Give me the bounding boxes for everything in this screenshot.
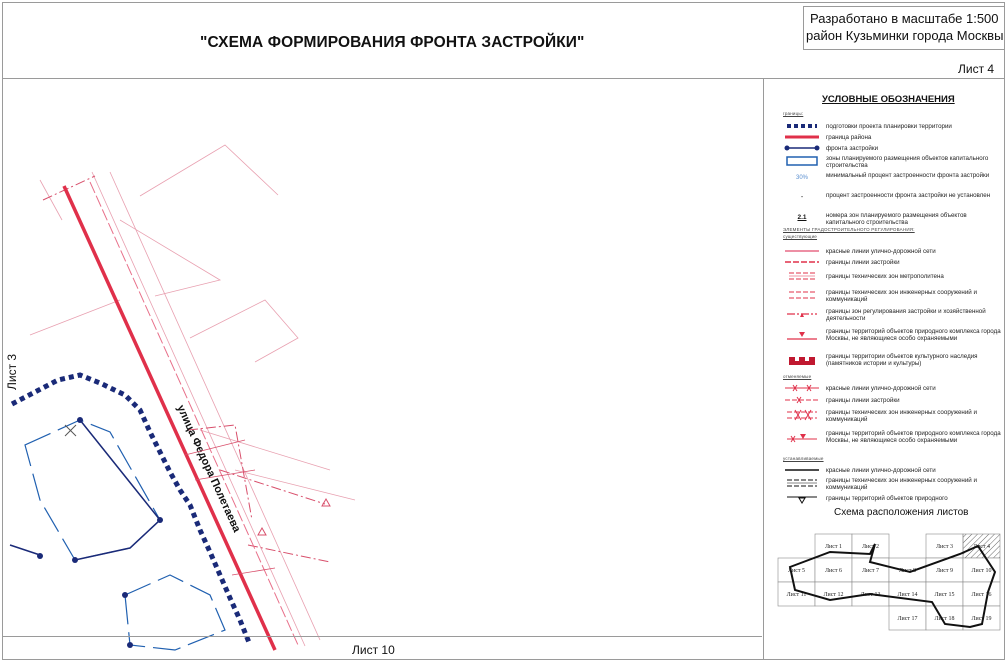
nature-border-icon <box>787 332 817 340</box>
legend-group-cancelled: отменяемые <box>783 374 812 379</box>
planning-area-outline <box>788 543 997 629</box>
sheet-cell-label: Лист 10 <box>971 568 991 574</box>
zone-rect-icon <box>786 156 818 166</box>
black-line-icon <box>785 469 819 471</box>
legend-group-borders: границы: <box>783 111 804 116</box>
sheet-scheme-grid[interactable]: Лист 1 Лист 2 Лист 3 Лист 4 Лист 5 Лист 6 Лист… <box>770 532 1004 638</box>
sheet-cell[interactable] <box>814 557 853 583</box>
sheet-cell-label: Лист 9 <box>936 568 953 574</box>
sheet-cell[interactable] <box>814 533 853 559</box>
legend-group-established: устанавливаемые <box>783 456 824 461</box>
bottom-divider <box>2 636 762 637</box>
sheet-cell-label: Лист 3 <box>936 544 953 550</box>
street-name: улица Федора Полетаева <box>174 403 243 535</box>
sheet-cell-label: Лист 17 <box>897 616 917 622</box>
frontage-lines <box>9 419 162 561</box>
frontage-dots <box>37 417 163 648</box>
sheet-cell[interactable] <box>888 605 927 631</box>
sheet-cell-label: Лист 12 <box>823 592 843 598</box>
dash-symbol: - <box>800 194 804 201</box>
x-build-line-icon <box>785 396 819 404</box>
sheet-cell-label: Лист 1 <box>825 544 842 550</box>
page-title: "СХЕМА ФОРМИРОВАНИЯ ФРОНТА ЗАСТРОЙКИ" <box>200 34 585 51</box>
legend-title: УСЛОВНЫЕ ОБОЗНАЧЕНИЯ <box>822 94 955 105</box>
build-line-icon <box>785 261 819 263</box>
x-eng-zone-icon <box>787 409 817 421</box>
sheet-cell-label: Лист 11 <box>787 592 807 598</box>
red-line-street <box>89 181 299 646</box>
map-canvas[interactable]: улица Федора Полетаева <box>0 0 765 664</box>
district-border-line <box>62 185 277 651</box>
planning-border <box>10 372 253 646</box>
zone-number-symbol: 2.1 <box>797 214 807 221</box>
percent-symbol: 30% <box>795 175 808 181</box>
sheet-cell-label: Лист 18 <box>934 616 954 622</box>
sheet-cell[interactable] <box>962 533 1001 559</box>
sheet-cell-label: Лист 14 <box>897 592 917 598</box>
sheet-cell[interactable] <box>888 581 927 607</box>
sheet-cell[interactable] <box>777 557 816 583</box>
sheet-cell[interactable] <box>925 533 964 559</box>
sheet-scheme-title: Схема расположения листов <box>834 507 969 518</box>
sheet-cell[interactable] <box>925 557 964 583</box>
frontage-line-icon <box>784 145 820 151</box>
technical-zone-lines <box>42 175 331 563</box>
heritage-icon <box>789 357 815 365</box>
sheet-cell[interactable] <box>814 581 853 607</box>
legend-group-existing: существующие <box>783 234 818 239</box>
left-sheet-label: Лист 3 <box>5 353 19 390</box>
legend-divider <box>763 79 764 660</box>
sheet-number: Лист 4 <box>958 62 995 76</box>
legend-panel: границы: подготовки проекта планировки т… <box>765 86 1005 506</box>
sheet-cell-label: Лист 6 <box>825 568 842 574</box>
bottom-sheet-label: Лист 10 <box>352 643 395 657</box>
cross-mark <box>64 424 77 437</box>
nature-markers <box>257 497 331 536</box>
dotted-border-icon <box>787 124 817 128</box>
sheet-cell-label: Лист 7 <box>862 568 879 574</box>
sheet-cell-label: Лист 5 <box>788 568 805 574</box>
sheet-cell-label: Лист 15 <box>934 592 954 598</box>
road-outlines <box>29 144 356 647</box>
reg-zone-icon <box>787 313 817 317</box>
developer-stamp <box>803 6 1005 50</box>
sheet-cell-label: Лист 4 <box>973 544 990 550</box>
street-dimension-ticks <box>184 439 276 576</box>
eng-zone-icon <box>789 291 815 299</box>
sheet-cell-label: Лист 2 <box>862 544 879 550</box>
building-zones <box>24 419 226 651</box>
sheet-cell[interactable] <box>888 557 927 583</box>
legend-group-regulation: ЭЛЕМЕНТЫ ГРАДОСТРОИТЕЛЬНОГО РЕГУЛИРОВАНИ… <box>783 227 915 232</box>
black-eng-icon <box>787 479 817 487</box>
x-nature-icon <box>787 434 817 443</box>
x-red-line-icon <box>785 384 819 392</box>
metro-zone-icon <box>789 272 815 280</box>
district-border-icon <box>785 135 819 139</box>
scale-note: Разработано в масштабе 1:500 <box>810 11 999 26</box>
red-line-icon <box>785 250 819 252</box>
sheet-cell[interactable] <box>962 605 1001 631</box>
sheet-cell-label: Лист 16 <box>971 592 991 598</box>
district-note: район Кузьминки города Москвы <box>806 28 1004 43</box>
sheet-cell-label: Лист 19 <box>971 616 991 622</box>
black-nature-icon <box>787 496 817 504</box>
header-divider <box>2 78 1005 79</box>
